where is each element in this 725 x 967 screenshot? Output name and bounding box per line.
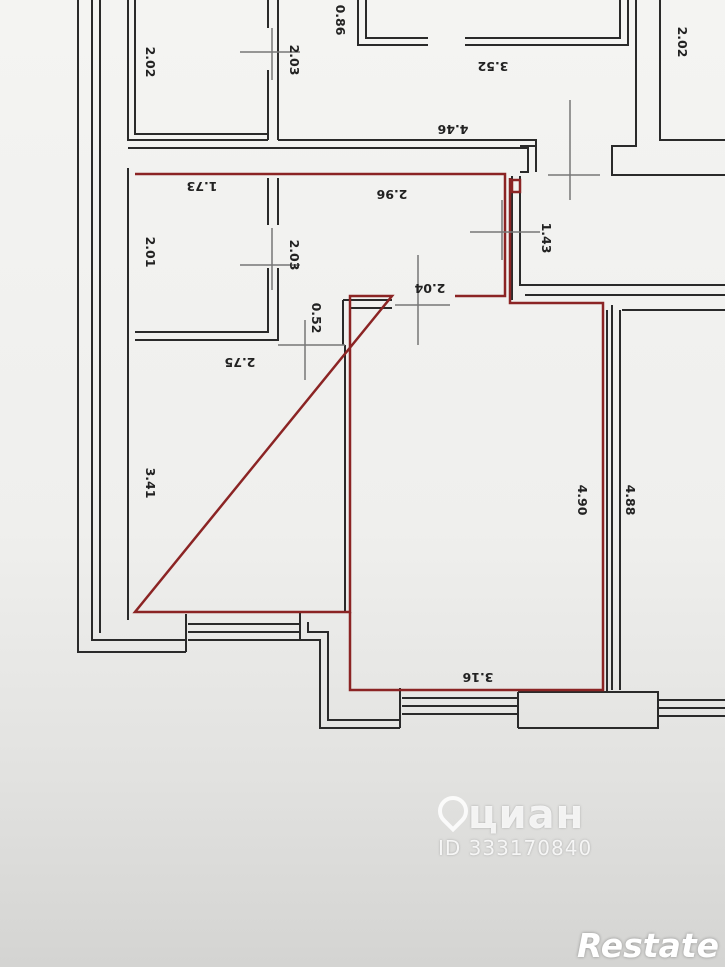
dim-kitchen-2.75: 2.75 bbox=[225, 355, 256, 370]
dim-hall-2.04: 2.04 bbox=[414, 281, 445, 296]
watermark-id: ID 333170840 bbox=[438, 836, 593, 860]
dim-kitchen-3.41: 3.41 bbox=[143, 468, 158, 499]
dim-corridor-4.46: 4.46 bbox=[437, 122, 468, 137]
dim-hall-1.43: 1.43 bbox=[539, 223, 554, 254]
dim-top-left-2.02: 2.02 bbox=[143, 47, 158, 78]
apartment-outline bbox=[132, 172, 605, 692]
dim-bath-1.73: 1.73 bbox=[187, 179, 218, 194]
dim-bath-2.01: 2.01 bbox=[143, 237, 158, 268]
dim-hall-0.52: 0.52 bbox=[309, 303, 324, 334]
restate-logo: Restate bbox=[577, 926, 719, 965]
dim-top-right-2.02: 2.02 bbox=[675, 27, 690, 58]
dim-bath-2.03: 2.03 bbox=[287, 240, 302, 271]
dim-top-0.86: 0.86 bbox=[333, 5, 348, 36]
dimension-labels: 2.02 2.03 0.86 3.52 2.02 4.46 1.73 2.01 … bbox=[143, 5, 690, 685]
watermark-brand: циан bbox=[468, 792, 585, 838]
dim-room-4.90: 4.90 bbox=[575, 485, 590, 516]
grid-marks bbox=[240, 28, 600, 380]
dim-neighbor-4.88: 4.88 bbox=[623, 485, 638, 516]
dim-top-3.52: 3.52 bbox=[478, 59, 509, 74]
dim-room-3.16: 3.16 bbox=[462, 670, 493, 685]
dim-top-2.03: 2.03 bbox=[287, 45, 302, 76]
dim-hall-2.96: 2.96 bbox=[376, 187, 407, 202]
cian-watermark: циан ID 333170840 bbox=[431, 789, 678, 860]
walls bbox=[77, 0, 725, 729]
